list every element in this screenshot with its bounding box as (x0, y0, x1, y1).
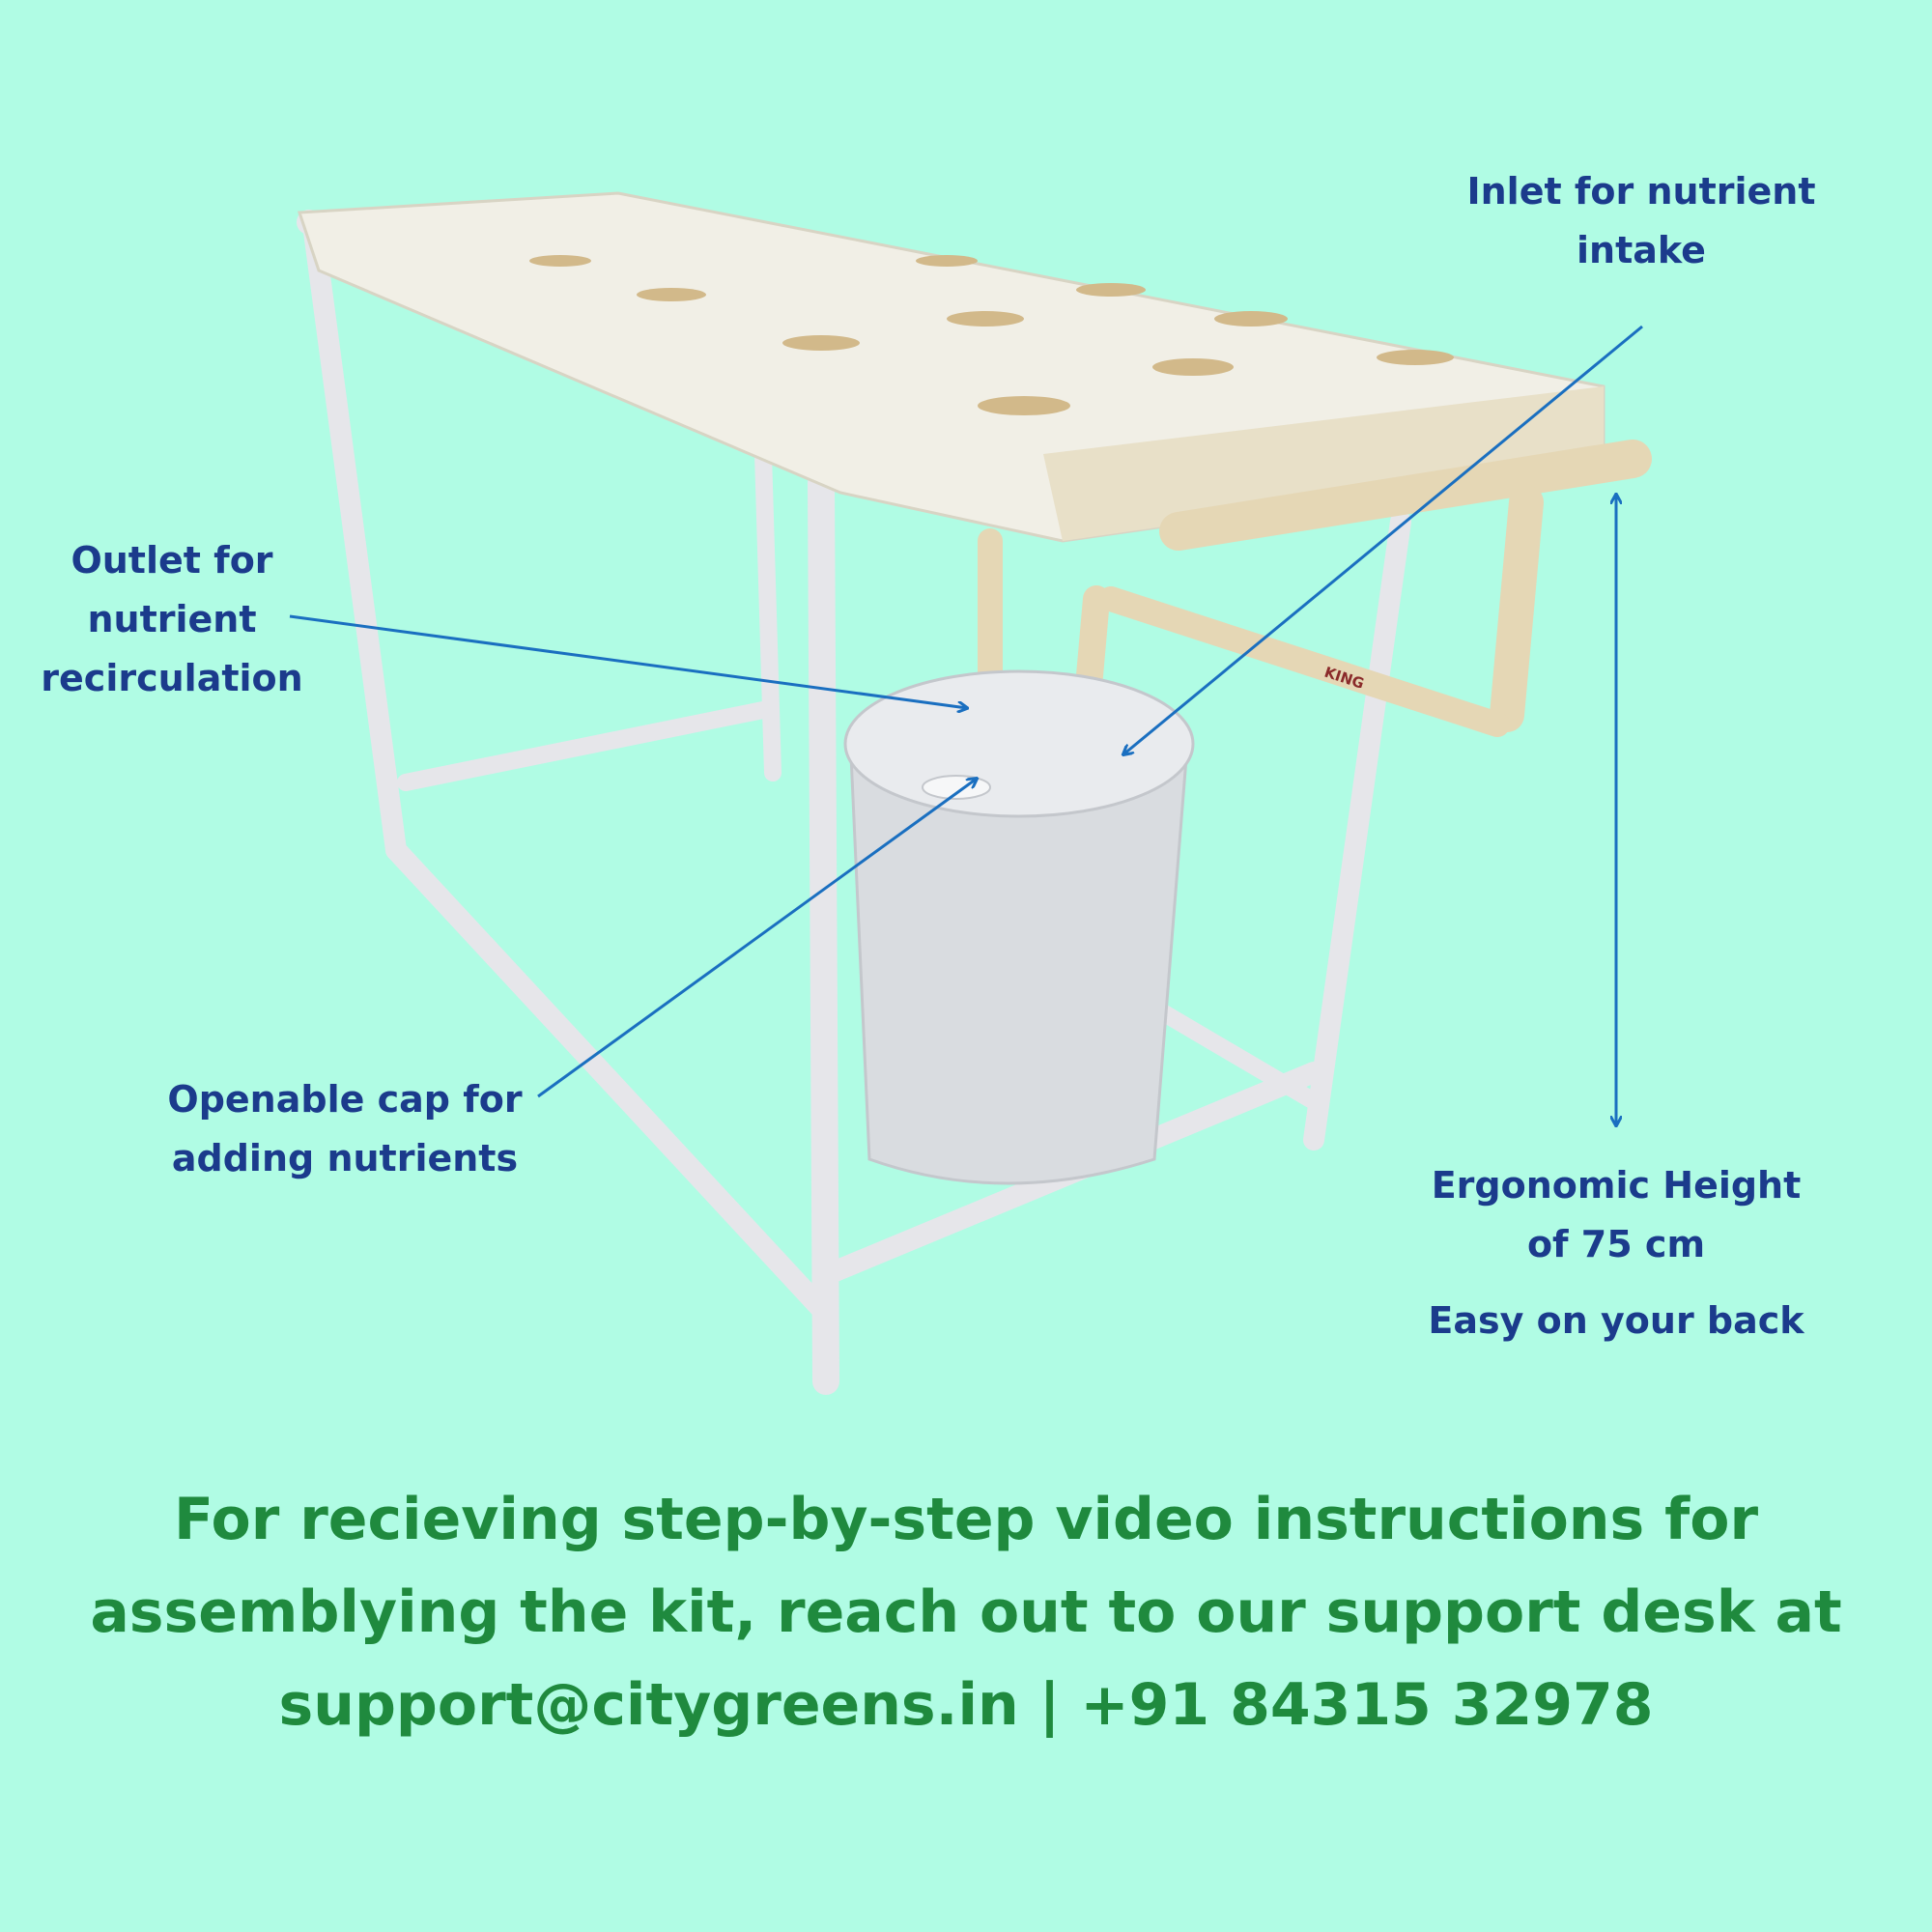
nutrient-bucket (843, 669, 1195, 1185)
cap-label-line: Openable cap for (167, 1078, 523, 1121)
height-note: Easy on your back (1428, 1299, 1804, 1342)
support-footer: For recieving step-by-step video instruc… (0, 1473, 1932, 1751)
outlet-arrow (289, 614, 967, 708)
outlet-label-line: recirculation (41, 657, 303, 699)
footer-line: For recieving step-by-step video instruc… (173, 1486, 1759, 1553)
height-label: Ergonomic Height of 75 cm Easy on your b… (1428, 1156, 1804, 1350)
inlet-label-line: Inlet for nutrient (1466, 170, 1816, 213)
grow-channels (297, 191, 1605, 543)
cap-label-line: adding nutrients (171, 1137, 519, 1179)
outlet-label-line: nutrient (87, 598, 257, 640)
outlet-label: Outlet for nutrient recirculation (41, 531, 302, 708)
outlet-label-line: Outlet for (71, 539, 273, 582)
annotation-arrows (289, 325, 1643, 1125)
footer-contact: support@citygreens.in | +91 84315 32978 (278, 1671, 1654, 1739)
inlet-arrow (1123, 325, 1643, 754)
inlet-label: Inlet for nutrient intake (1466, 162, 1815, 280)
height-label-line: Ergonomic Height (1431, 1164, 1802, 1207)
cap-arrow (537, 779, 977, 1098)
cap-label: Openable cap for adding nutrients (167, 1070, 522, 1188)
height-label-line: of 75 cm (1526, 1223, 1706, 1265)
footer-line: assemblying the kit, reach out to our su… (90, 1578, 1842, 1646)
inlet-label-line: intake (1577, 229, 1706, 271)
